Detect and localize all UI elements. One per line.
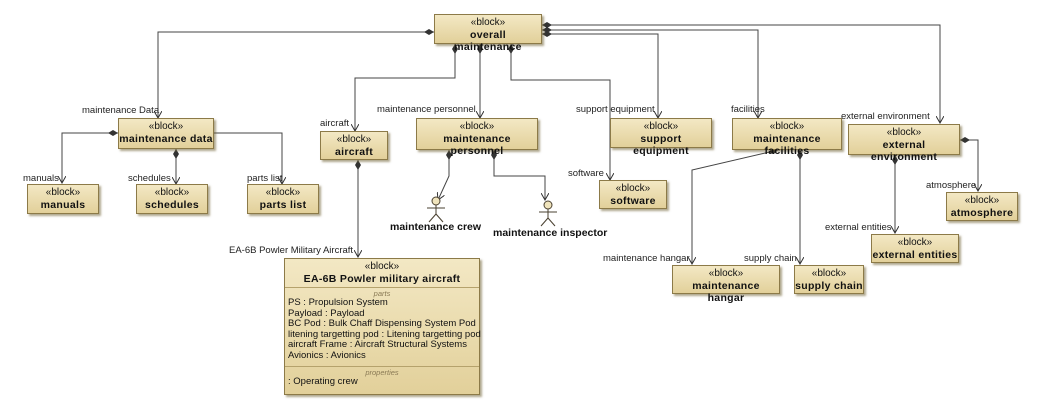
part-propulsion: PS : Propulsion System — [288, 297, 388, 308]
block-header: «block» EA-6B Powler military aircraft — [285, 261, 479, 288]
properties-section-title: properties — [365, 368, 399, 377]
role-label-maintenance-hangar: maintenance hangar — [603, 253, 690, 264]
block-external-entities[interactable]: «block» external entities — [871, 234, 959, 263]
role-label-schedules: schedules — [128, 173, 171, 184]
part-aircraft-frame: aircraft Frame : Aircraft Structural Sys… — [288, 339, 467, 350]
role-label-supply-chain: supply chain — [744, 253, 797, 264]
connector-personnel-to-crew — [438, 150, 449, 200]
block-atmosphere[interactable]: «block» atmosphere — [946, 192, 1018, 221]
block-name: software — [610, 195, 656, 207]
property-operating-crew: : Operating crew — [288, 376, 358, 387]
block-name: maintenance hangar — [692, 280, 760, 304]
block-support-equipment[interactable]: «block» support equipment — [610, 118, 712, 157]
actor-name-inspector: maintenance inspector — [493, 227, 608, 239]
block-name: atmosphere — [950, 207, 1014, 219]
connector-overall-to-aircraft — [355, 44, 455, 131]
role-label-external-entities: external entities — [825, 222, 892, 233]
block-name: maintenance personnel — [443, 133, 511, 157]
block-parts-list[interactable]: «block» parts list — [247, 184, 319, 214]
block-name: overall maintenance — [454, 29, 522, 53]
role-label-aircraft: aircraft — [320, 118, 350, 129]
connector-external-to-atmosphere — [960, 140, 978, 191]
stereotype-label: «block» — [811, 268, 847, 279]
stereotype-label: «block» — [148, 121, 184, 132]
stereotype-label: «block» — [964, 195, 1000, 206]
block-ea6b-powler-aircraft[interactable]: «block» EA-6B Powler military aircraft p… — [284, 258, 481, 395]
role-label-atmosphere: atmosphere — [926, 180, 977, 191]
block-name: maintenance data — [119, 133, 213, 145]
block-name: supply chain — [795, 280, 863, 292]
block-overall-maintenance[interactable]: «block» overall maintenance — [434, 14, 542, 53]
stereotype-label: «block» — [336, 134, 372, 145]
connector-facilities-to-hangar — [692, 150, 779, 264]
role-label-manuals: manuals — [23, 173, 59, 184]
block-maintenance-personnel[interactable]: «block» maintenance personnel — [416, 118, 538, 157]
block-schedules[interactable]: «block» schedules — [136, 184, 208, 214]
part-payload: Payload : Payload — [288, 307, 365, 319]
stereotype-label: «block» — [769, 121, 805, 132]
part-litening-pod: litening targetting pod : Litening targe… — [288, 328, 481, 340]
role-label-maintenance-data: maintenance Data — [82, 105, 160, 116]
stereotype-label: «block» — [708, 268, 744, 279]
block-name: aircraft — [334, 146, 373, 158]
actor-name-crew: maintenance crew — [390, 221, 482, 233]
stereotype-label: «block» — [897, 237, 933, 248]
connector-personnel-to-inspector — [494, 150, 545, 200]
block-name: maintenance facilities — [753, 133, 821, 157]
connector-overall-to-maint-data — [158, 32, 434, 118]
role-label-support-equipment: support equipment — [576, 104, 655, 115]
block-name: external environment — [870, 139, 938, 163]
block-supply-chain[interactable]: «block» supply chain — [794, 265, 864, 294]
stereotype-label: «block» — [470, 17, 506, 28]
properties-section: properties : Operating crew — [285, 366, 479, 388]
parts-section-title: parts — [373, 289, 391, 298]
connector-overall-to-external — [542, 25, 940, 123]
role-label-maintenance-personnel: maintenance personnel — [377, 104, 476, 115]
block-maintenance-data[interactable]: «block» maintenance data — [118, 118, 214, 149]
actor-icon-crew[interactable] — [424, 196, 448, 224]
part-avionics: Avionics : Avionics — [288, 349, 366, 361]
role-label-software: software — [568, 168, 604, 179]
block-external-environment[interactable]: «block» external environment — [848, 124, 960, 163]
part-bc-pod: BC Pod : Bulk Chaff Dispensing System Po… — [288, 318, 476, 329]
block-software[interactable]: «block» software — [599, 180, 667, 209]
connector-data-to-partslist — [200, 133, 282, 184]
block-maintenance-hangar[interactable]: «block» maintenance hangar — [672, 265, 780, 304]
block-name: parts list — [259, 199, 307, 211]
block-name: EA-6B Powler military aircraft — [303, 273, 461, 285]
role-label-external-environment: external environment — [841, 111, 930, 122]
stereotype-label: «block» — [154, 187, 190, 198]
block-manuals[interactable]: «block» manuals — [27, 184, 99, 214]
role-label-facilities: facilities — [731, 104, 765, 115]
block-aircraft[interactable]: «block» aircraft — [320, 131, 388, 160]
stereotype-label: «block» — [615, 183, 651, 194]
actor-icon-inspector[interactable] — [536, 200, 560, 228]
role-label-parts-list: parts list — [247, 173, 283, 184]
connector-data-to-manuals — [62, 133, 118, 183]
stereotype-label: «block» — [886, 127, 922, 138]
stereotype-label: «block» — [643, 121, 679, 132]
block-maintenance-facilities[interactable]: «block» maintenance facilities — [732, 118, 842, 157]
block-name: manuals — [40, 199, 86, 211]
block-name: schedules — [144, 199, 200, 211]
block-name: external entities — [872, 249, 958, 261]
stereotype-label: «block» — [265, 187, 301, 198]
role-label-ea6b: EA-6B Powler Military Aircraft — [229, 245, 354, 256]
stereotype-label: «block» — [45, 187, 81, 198]
stereotype-label: «block» — [459, 121, 495, 132]
stereotype-label: «block» — [364, 261, 400, 272]
block-name: support equipment — [633, 133, 689, 157]
